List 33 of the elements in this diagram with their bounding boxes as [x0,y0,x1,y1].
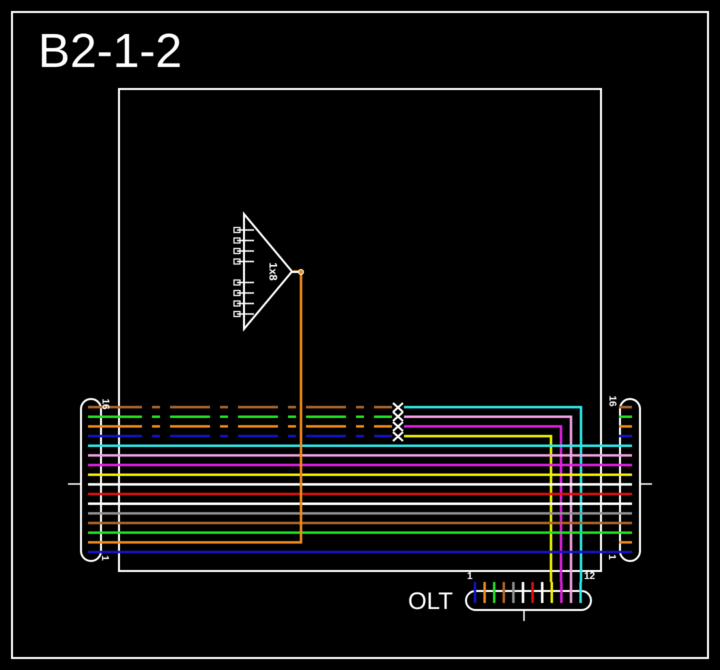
port-label: OLT [408,590,453,614]
fibre-number: 16 [100,398,110,410]
fibre-line [102,550,619,554]
splitter-ratio-label: 1x8 [266,262,278,281]
cable-terminal [619,398,652,562]
splice-cross [392,432,404,441]
fibre-line [102,473,619,476]
splice-cross [392,402,404,412]
cable-terminal [68,398,102,562]
fibre-line [102,270,302,544]
splice-cross [392,422,404,431]
fibre-number: 12 [584,572,596,582]
fibre-line [102,492,619,496]
olt-port-bar [465,582,592,621]
fibre-number: 1 [606,554,616,560]
fibre-number: 16 [606,395,617,407]
title: B2-1-2 [38,28,182,76]
fibre-line [102,416,392,418]
fibre-line [102,444,619,447]
fibre-line [102,454,619,457]
fibre-line [102,522,619,524]
fibre-line [102,425,392,428]
fibre-line [102,512,619,515]
fibre-number: 1 [467,572,473,582]
fibre-line [102,531,619,534]
fibre-line [102,483,619,486]
fibre-line [102,434,392,438]
fibre-line [102,502,619,505]
fibre-line [102,406,392,408]
splice-cross [392,412,404,422]
fibre-line [102,464,619,466]
splitter-triangle [232,212,293,331]
fibre-number: 1 [98,555,109,561]
